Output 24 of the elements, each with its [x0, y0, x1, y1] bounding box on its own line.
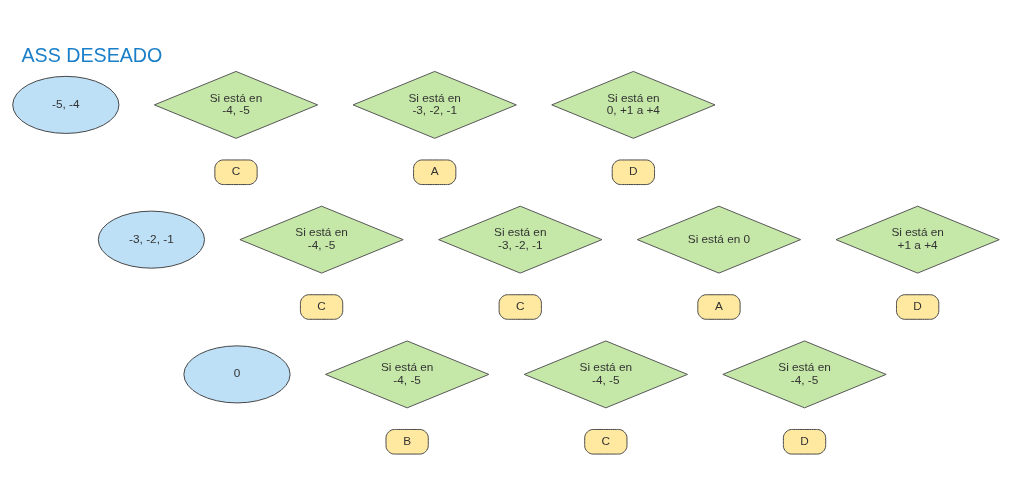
node-diamond: Si está en -4, -5	[153, 70, 319, 139]
node-diamond: Si está en -4, -5	[722, 340, 887, 409]
node-box: D	[896, 294, 940, 320]
node-ellipse: -5, -4	[12, 75, 120, 134]
node-box: D	[782, 429, 827, 455]
node-diamond: Si está en +1 a +4	[835, 205, 1000, 274]
node-box: D	[611, 159, 655, 186]
node-diamond: Si está en -4, -5	[325, 340, 490, 409]
node-diamond: Si está en 0	[636, 205, 802, 274]
node-diamond: Si está en -3, -2, -1	[438, 205, 603, 274]
node-ellipse: 0	[183, 345, 291, 404]
node-box: A	[697, 294, 741, 320]
node-diamond: Si está en 0, +1 a +4	[551, 70, 716, 139]
diagram-title: ASS DESEADO	[21, 43, 163, 66]
node-box: C	[214, 159, 258, 186]
node-box: C	[584, 429, 628, 455]
node-box: C	[299, 294, 344, 320]
node-box: A	[413, 159, 457, 186]
node-box: B	[385, 429, 429, 455]
node-ellipse: -3, -2, -1	[97, 210, 205, 269]
node-diamond: Si está en -4, -5	[239, 205, 404, 274]
node-box: C	[498, 294, 542, 320]
node-diamond: Si está en -4, -5	[523, 340, 688, 409]
node-diamond: Si está en -3, -2, -1	[352, 70, 517, 139]
